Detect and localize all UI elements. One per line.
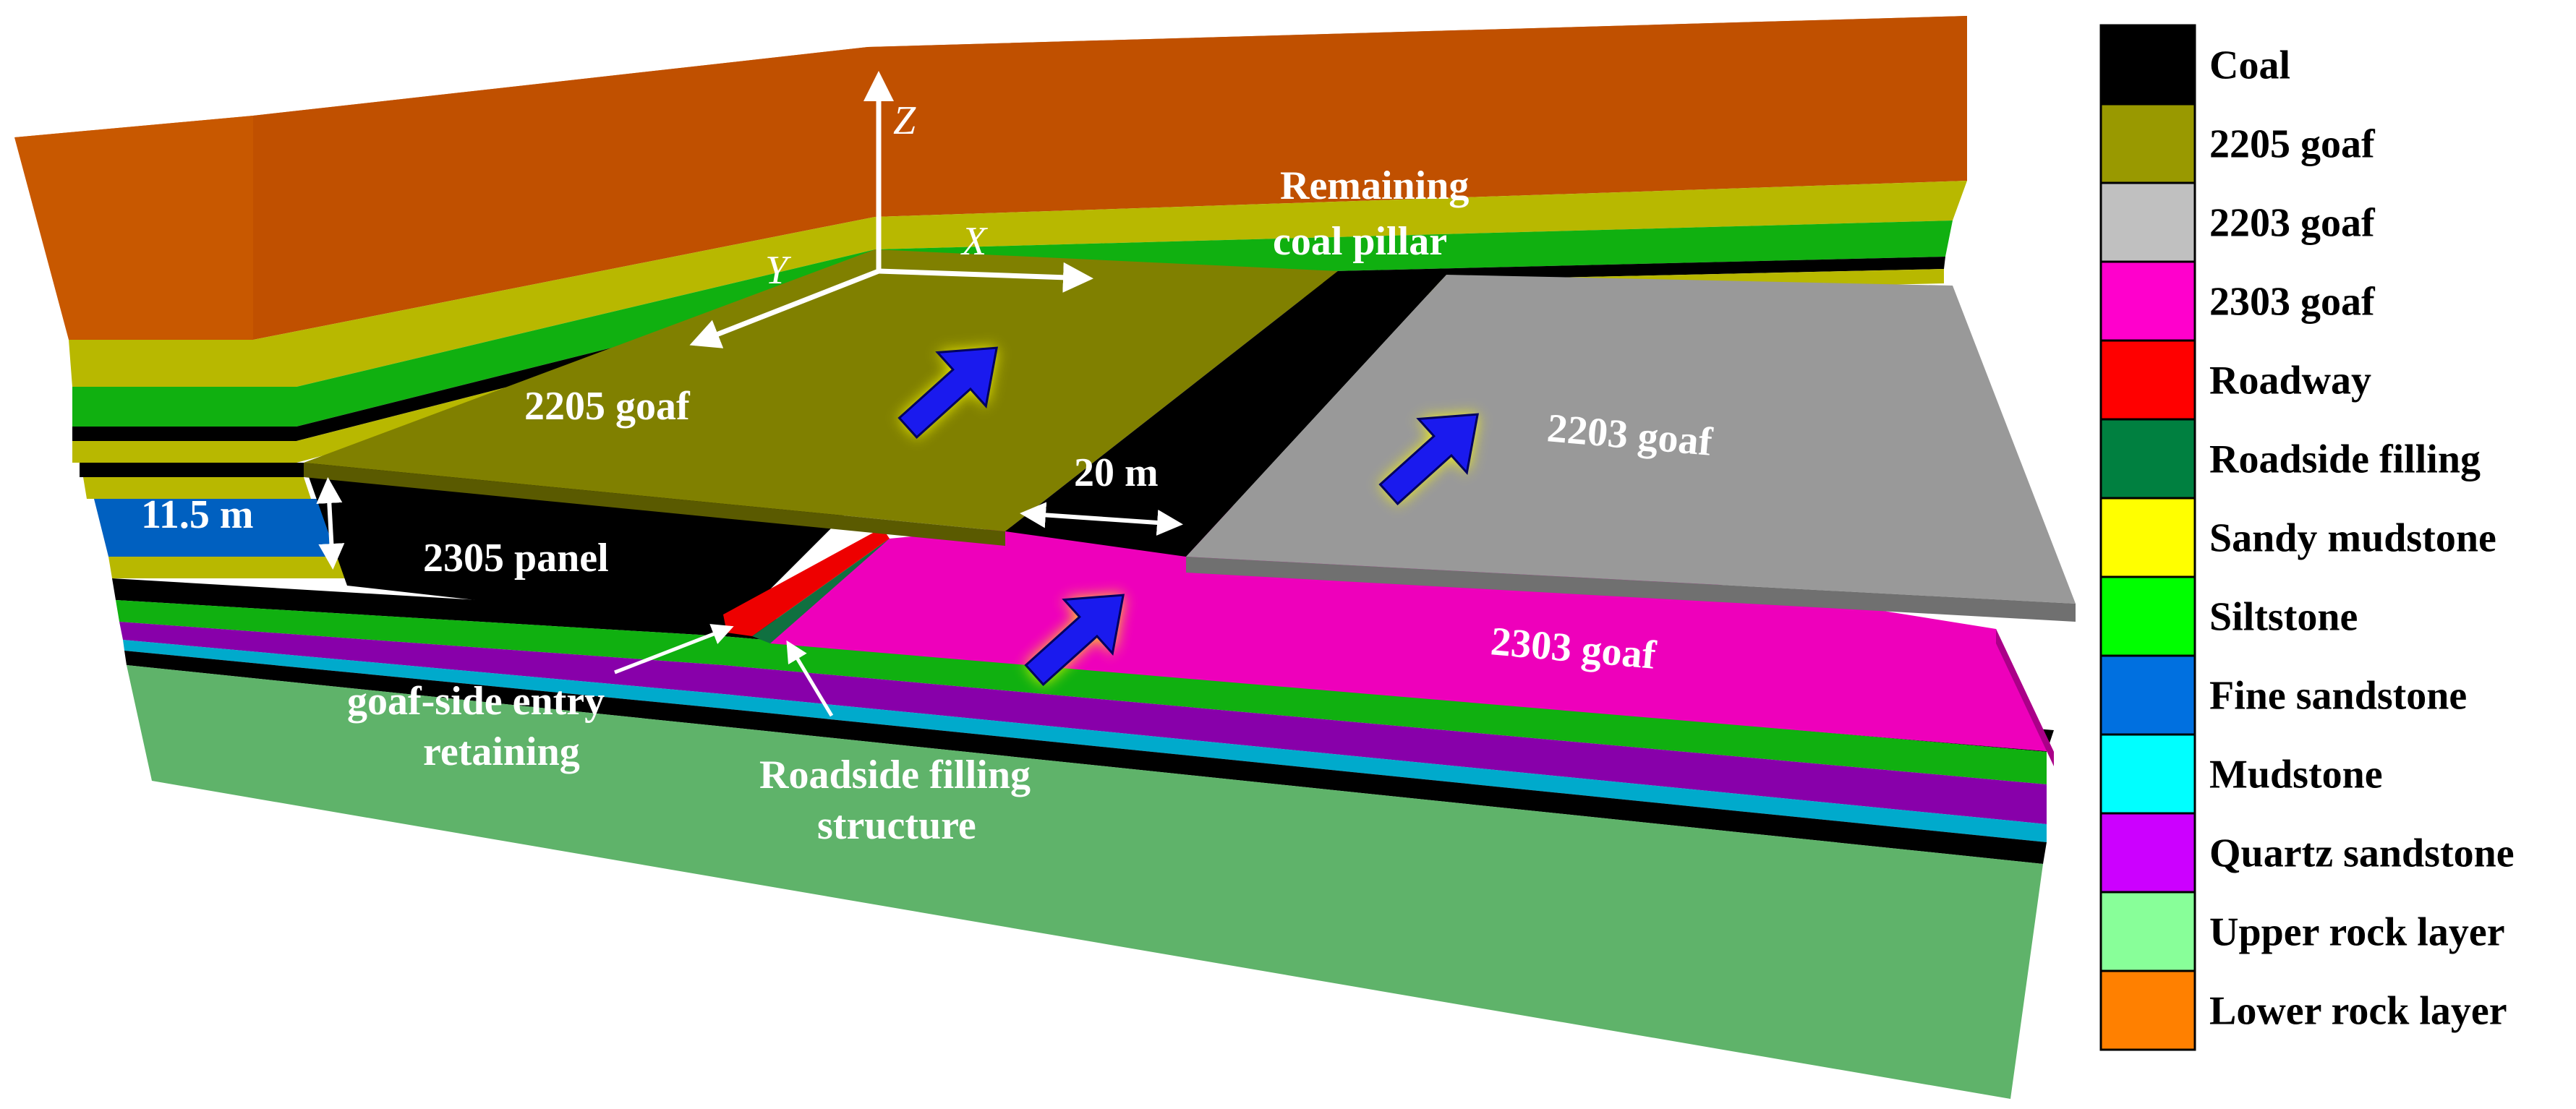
base-quartz-sandstone-band bbox=[119, 622, 2047, 824]
goaf-entry-label-line2: retaining bbox=[423, 729, 580, 774]
base-mudstone-band bbox=[123, 640, 2047, 842]
filling-label-line2: structure bbox=[817, 803, 976, 848]
goaf-2303-top bbox=[770, 506, 2054, 752]
x-axis-label: X bbox=[960, 219, 989, 264]
filling-label-line1: Roadside filling bbox=[759, 753, 1031, 797]
legend-swatch bbox=[2099, 418, 2196, 500]
legend-swatch bbox=[2099, 969, 2196, 1051]
lower-rock-layer-left-face bbox=[14, 116, 253, 340]
x-axis bbox=[878, 262, 1093, 293]
goaf-2203-top bbox=[1186, 275, 2076, 604]
left-coal-seam bbox=[80, 463, 304, 477]
legend-label: Mudstone bbox=[2209, 753, 2383, 797]
goaf-2303-side bbox=[1996, 629, 2054, 766]
legend-swatch bbox=[2099, 654, 2196, 736]
pillar-width-dimension bbox=[1020, 502, 1183, 536]
y-axis-label: Y bbox=[765, 248, 792, 293]
filling-pointer bbox=[786, 640, 834, 717]
legend-swatch bbox=[2099, 497, 2196, 578]
legend: Coal 2205 goaf 2203 goaf 2303 goafRoadwayRo… bbox=[2099, 24, 2515, 1051]
legend-label: Quartz sandstone bbox=[2209, 831, 2515, 876]
goaf-2205-front bbox=[304, 463, 1005, 546]
y-axis bbox=[689, 268, 880, 348]
goaf-entry-label-line1: goaf-side entry bbox=[347, 679, 605, 724]
base-rock-block bbox=[127, 665, 2043, 1099]
upper-sandy-mudstone-band bbox=[69, 181, 1967, 387]
advance-arrow-2203 bbox=[1378, 413, 1479, 506]
goaf-2203-front bbox=[1186, 557, 2076, 622]
pillar-width-label: 20 m bbox=[1074, 450, 1159, 495]
legend-swatch bbox=[2099, 24, 2196, 106]
legend-label: Siltstone bbox=[2209, 595, 2358, 640]
goaf-entry-pointer bbox=[614, 624, 734, 675]
layer-thickness-label: 11.5 m bbox=[141, 492, 254, 537]
remaining-coal-pillar bbox=[1005, 271, 1446, 557]
base-coal-band-2 bbox=[124, 651, 2047, 864]
legend-label: 2303 goaf bbox=[2209, 280, 2376, 325]
left-sandy-mudstone-2 bbox=[108, 557, 347, 578]
legend-swatch bbox=[2099, 575, 2196, 657]
advance-arrow-2205 bbox=[897, 346, 998, 440]
legend-label: Sandy mudstone bbox=[2209, 516, 2496, 561]
legend-swatch bbox=[2099, 260, 2196, 342]
panel-2305-label: 2305 panel bbox=[423, 536, 609, 581]
upper-sandy-mudstone-band-2 bbox=[72, 269, 1944, 463]
legend-swatch bbox=[2099, 339, 2196, 421]
legend-label: Lower rock layer bbox=[2209, 989, 2507, 1034]
fine-sandstone-layer bbox=[94, 499, 340, 557]
legend-label: 2205 goaf bbox=[2209, 122, 2376, 167]
goaf-2205-label: 2205 goaf bbox=[524, 384, 691, 429]
legend-swatch bbox=[2099, 733, 2196, 815]
remaining-pillar-label-line1: Remaining bbox=[1280, 163, 1469, 208]
legend-label: 2203 goaf bbox=[2209, 201, 2376, 246]
left-sandy-mudstone bbox=[83, 477, 311, 499]
legend-label: Fine sandstone bbox=[2209, 674, 2467, 719]
z-axis-label: Z bbox=[893, 98, 916, 143]
legend-swatch bbox=[2099, 103, 2196, 184]
legend-swatch bbox=[2099, 812, 2196, 894]
layer-thickness-dimension bbox=[316, 477, 345, 570]
lower-rock-layer-front bbox=[253, 16, 1967, 340]
legend-label: Upper rock layer bbox=[2209, 910, 2505, 955]
remaining-pillar-label-line2: coal pillar bbox=[1273, 219, 1447, 264]
goaf-2205-top bbox=[304, 249, 1338, 531]
base-siltstone-band bbox=[116, 600, 2047, 784]
legend-label: Roadway bbox=[2209, 359, 2371, 403]
legend-swatch bbox=[2099, 891, 2196, 972]
legend-label: Coal bbox=[2209, 43, 2290, 88]
roadway bbox=[723, 528, 890, 636]
legend-swatch bbox=[2099, 181, 2196, 263]
legend-label: Roadside filling bbox=[2209, 437, 2481, 482]
advance-arrow-2303 bbox=[1024, 594, 1125, 687]
